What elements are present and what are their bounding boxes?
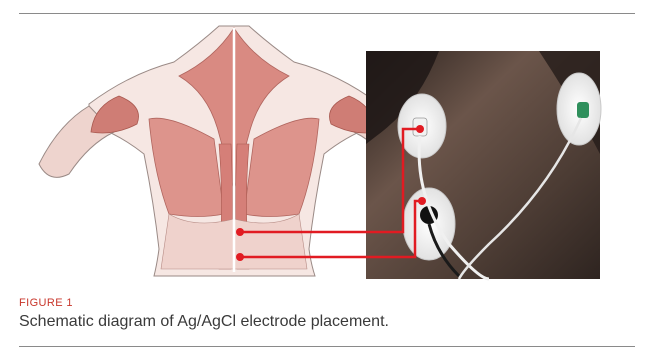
marker-dot-upper-right xyxy=(416,125,424,133)
marker-dot-lower-left xyxy=(236,253,244,261)
marker-dot-upper-left xyxy=(236,228,244,236)
electrode-photo xyxy=(366,51,601,279)
figure-container: FIGURE 1 Schematic diagram of Ag/AgCl el… xyxy=(19,13,635,347)
figure-label: FIGURE 1 xyxy=(19,297,73,309)
snap-green xyxy=(577,102,589,118)
figure-caption: Schematic diagram of Ag/AgCl electrode p… xyxy=(19,313,389,331)
marker-dot-lower-right xyxy=(418,197,426,205)
figure-artwork xyxy=(19,14,635,348)
